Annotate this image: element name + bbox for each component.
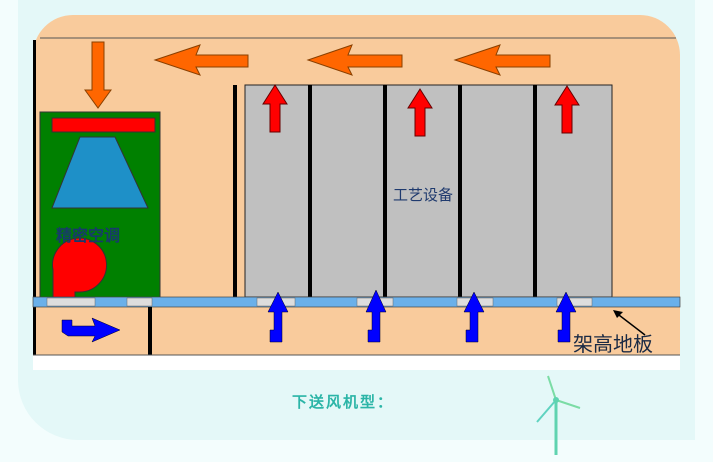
- pointer-arrow: [614, 311, 646, 336]
- caption: 下送风机型：: [292, 393, 395, 411]
- raised-floor-label: 架高地板: [573, 332, 653, 356]
- raised-floor: [32, 296, 681, 308]
- equipment-racks: [244, 84, 613, 298]
- left-wall: [33, 40, 36, 355]
- cold-air-arrow: [61, 317, 121, 343]
- cold-air-up-arrows: [267, 289, 577, 343]
- return-air-arrow: [453, 44, 551, 76]
- plenum-divider: [148, 307, 152, 355]
- return-air-arrow: [153, 44, 249, 76]
- hot-air-arrow: [407, 88, 433, 137]
- hot-air-arrow: [554, 85, 580, 134]
- hot-air-arrow: [262, 84, 288, 133]
- partition-bar: [233, 85, 237, 297]
- equipment-label: 工艺设备: [393, 186, 454, 204]
- coil-trapezoid: [51, 136, 149, 209]
- diagram-bottom-strip: [33, 355, 680, 370]
- ac-unit-label: 精密空调: [56, 226, 121, 245]
- heater-bar: [51, 117, 156, 133]
- return-air-down-arrow: [84, 41, 112, 109]
- fan-icon: [52, 237, 108, 299]
- windmill-icon: [536, 375, 581, 455]
- return-air-arrow: [306, 44, 403, 76]
